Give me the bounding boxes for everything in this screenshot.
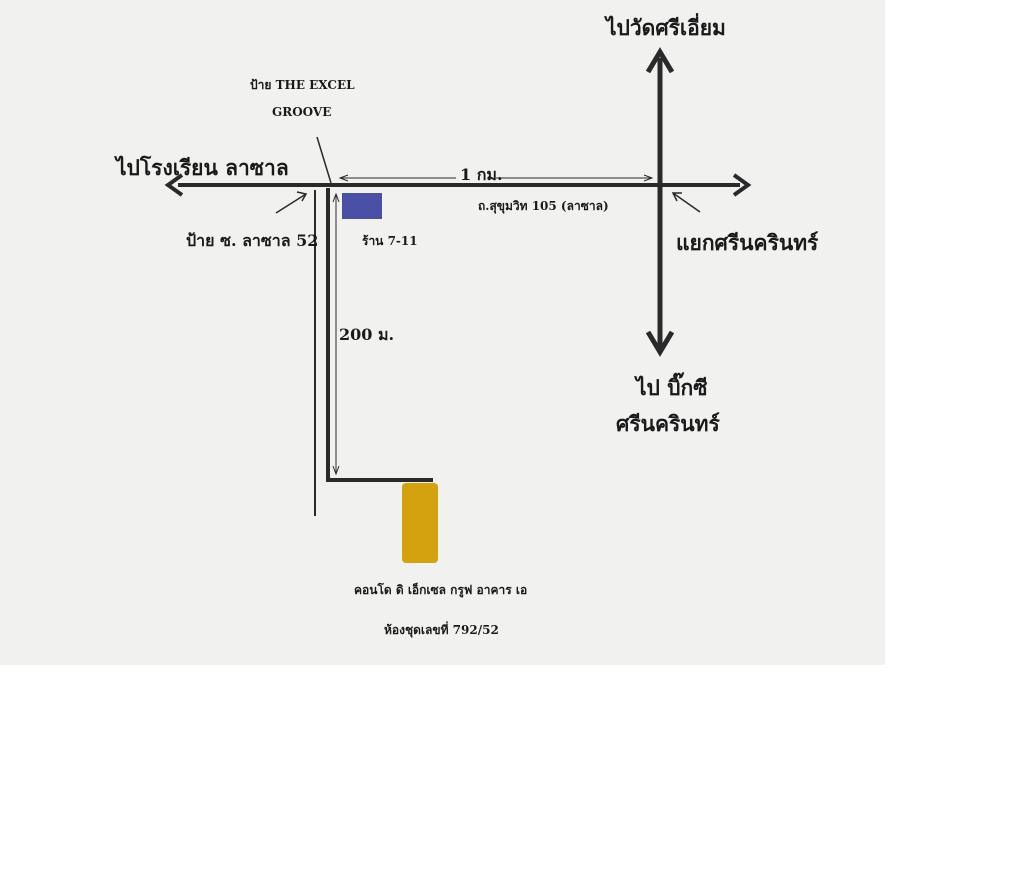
label-sign-soi: ป้าย ซ. ลาซาล 52 [186,231,319,250]
arrow-right-icon [732,173,752,197]
label-to-wat-sri-iam: ไปวัดศรีเอี่ยม [606,15,726,40]
sign-soi-arrowhead [296,191,308,202]
map-paper [0,0,885,665]
label-sign-groove: GROOVE [272,105,332,119]
arrow-down-icon [645,330,675,357]
sign-soi-pointer [275,193,307,214]
label-to-bigc: ไป บิ๊กซี [636,375,708,400]
junction-arrowhead [671,192,682,202]
arrow-up-icon [645,47,675,74]
distance-km-arrow-left [338,174,349,182]
distance-m-arrow-top [332,192,340,203]
arrow-left-icon [164,173,184,197]
distance-m-arrow-bottom [332,465,340,476]
sign-excel-pointer [316,136,332,184]
label-shop-711: ร้าน 7-11 [362,234,418,248]
condo-building-marker [402,483,438,563]
label-sign-excel: ป้าย THE EXCEL [250,78,355,92]
distance-km-arrow-right [643,174,654,182]
label-road-name: ถ.สุขุมวิท 105 (ลาซาล) [478,199,609,213]
seven-eleven-marker [342,193,382,219]
label-junction: แยกศรีนครินทร์ [676,230,819,255]
junction-pointer [672,192,701,213]
label-to-lasalle-school: ไปโรงเรียน ลาซาล [116,155,289,180]
label-distance-km: 1 กม. [460,165,503,184]
label-condo-name: คอนโด ดิ เอ็กเซล กรูฟ อาคาร เอ [354,583,528,597]
label-condo-unit: ห้องชุดเลขที่ 792/52 [384,623,499,637]
label-distance-m: 200 ม. [339,325,395,344]
soi-road-inner [326,188,433,482]
label-to-bigc-srinakarin: ศรีนครินทร์ [616,411,720,436]
